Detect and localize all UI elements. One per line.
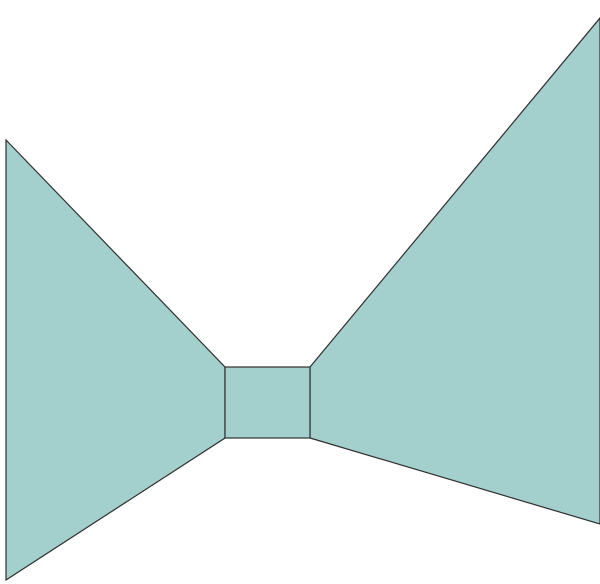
back-wall — [225, 367, 310, 438]
